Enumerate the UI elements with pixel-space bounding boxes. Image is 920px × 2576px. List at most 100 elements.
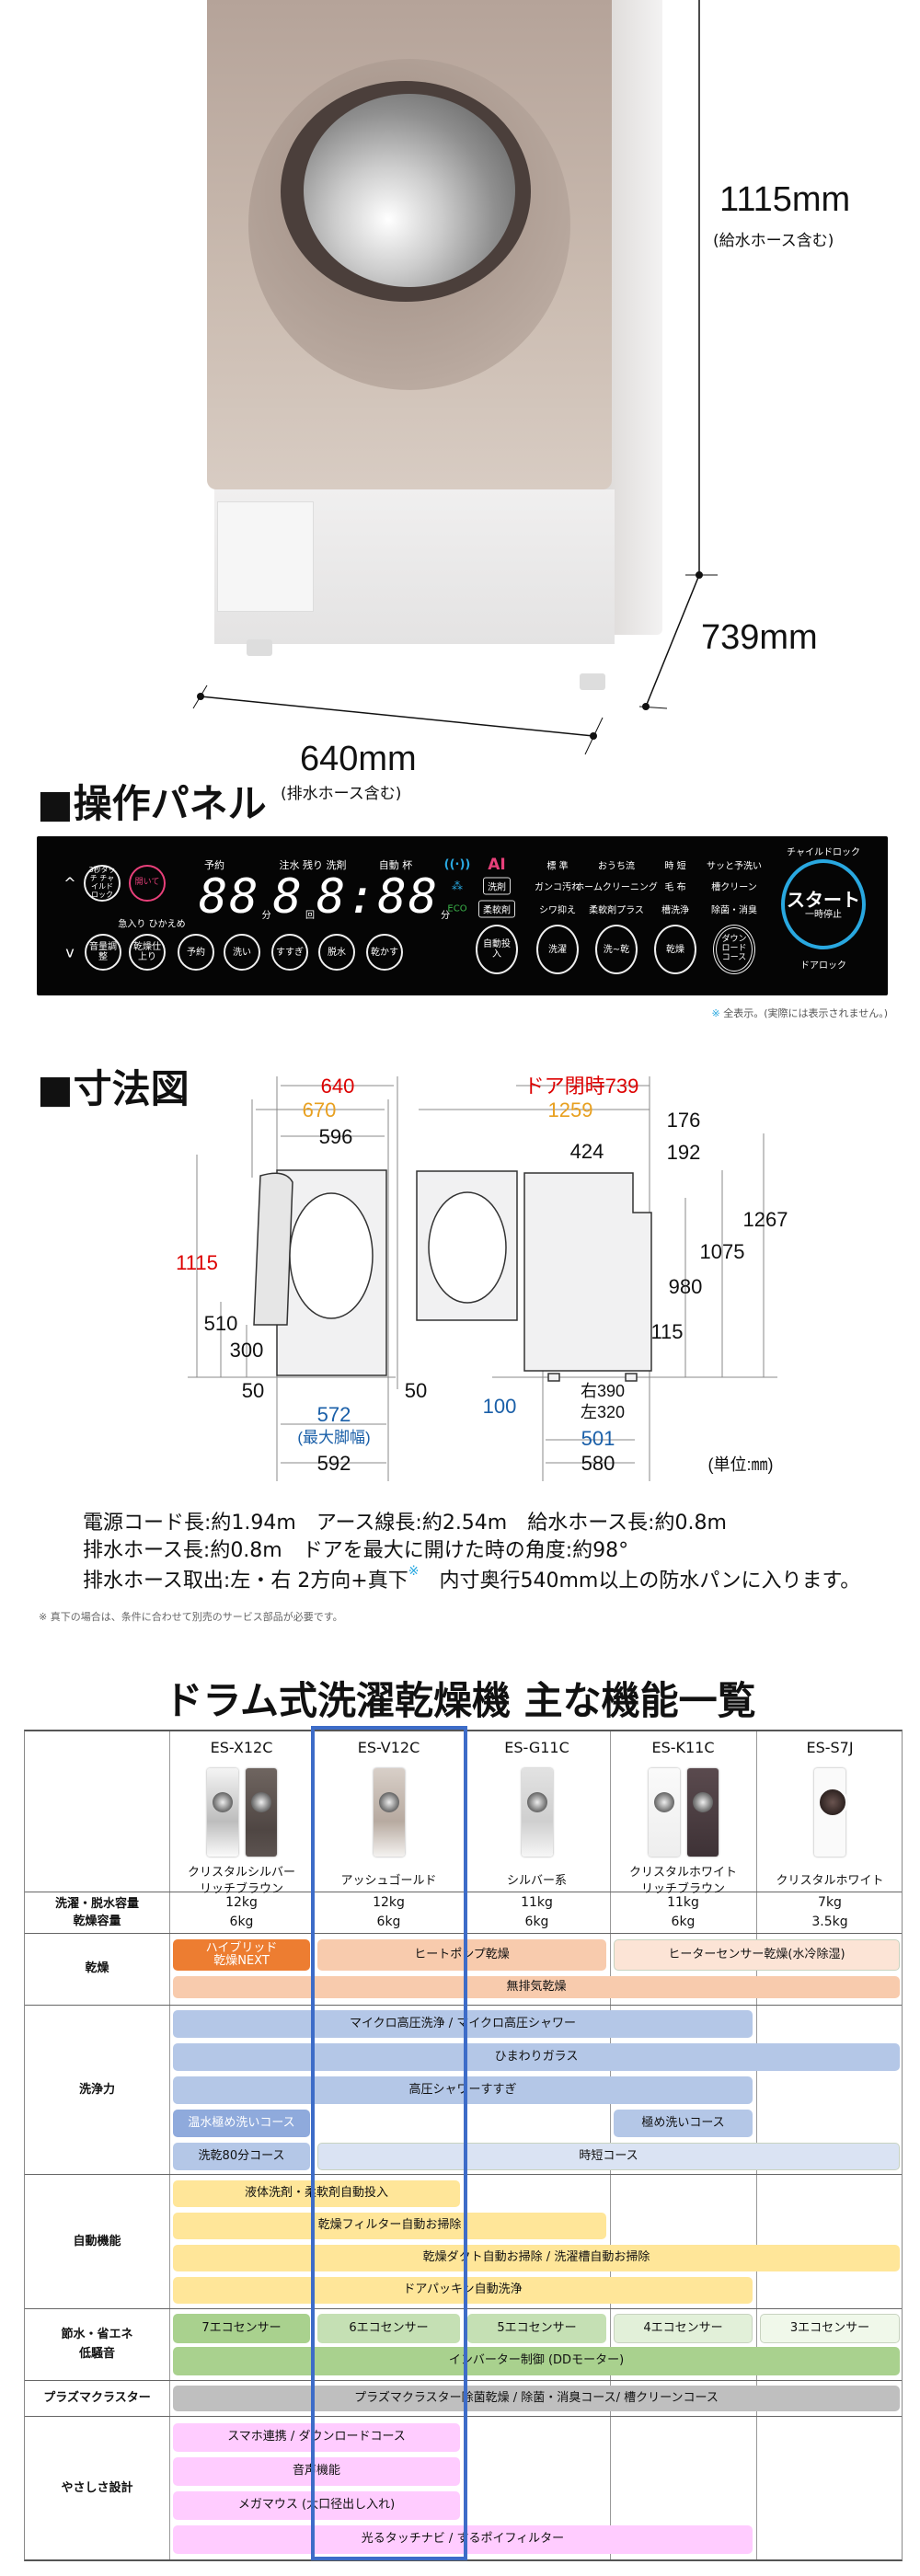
volume-button[interactable]: 音量調整 xyxy=(85,934,121,971)
dimensions-section-title: ■寸法図 xyxy=(37,1066,190,1111)
column-divider xyxy=(169,1731,170,2559)
dry-mode-button[interactable]: 乾燥 xyxy=(654,925,696,974)
dim-300: 300 xyxy=(230,1339,264,1362)
feature-section: 洗浄力マイクロ高圧洗浄 / マイクロ高圧シャワーひまわりガラス高圧シャワーすすぎ… xyxy=(25,2006,902,2175)
dim-501: 501 xyxy=(581,1427,615,1450)
course-label: ガンコ汚れ xyxy=(535,882,581,893)
feature-bar: メガマウス (大口径出し入れ) xyxy=(173,2491,460,2520)
color-name: クリスタルシルバー xyxy=(187,1866,295,1880)
door-lock-label: ドアロック xyxy=(800,960,846,972)
wash-button[interactable]: 洗い xyxy=(224,934,260,971)
dim-1259: 1259 xyxy=(548,1098,593,1121)
dim-176: 176 xyxy=(667,1109,701,1132)
dim-592: 592 xyxy=(317,1452,351,1475)
feature-bar: 洗乾80分コース xyxy=(173,2143,310,2170)
wash-capacity: 11kg xyxy=(667,1895,699,1910)
dry-capacity-label: 乾燥容量 xyxy=(73,1915,121,1928)
dry-capacity: 3.5kg xyxy=(811,1915,848,1929)
eco-indicator: ECO xyxy=(447,903,467,914)
section-label: 自動機能 xyxy=(73,2234,121,2248)
grape-icon: ⁂ xyxy=(452,880,463,892)
spec-mark: ※ xyxy=(408,1564,420,1579)
dim-572: 572 xyxy=(317,1403,351,1426)
reserve-button[interactable]: 予約 xyxy=(178,934,214,971)
display-label-reserve: 予約 xyxy=(204,859,224,871)
dim-980: 980 xyxy=(669,1275,703,1298)
model-image xyxy=(648,1765,719,1857)
feature-bar: 音声機能 xyxy=(173,2457,460,2486)
model-colors: クリスタルシルバーリッチブラウン xyxy=(188,1862,295,1901)
dim-572-note: (最大脚幅) xyxy=(297,1429,370,1446)
washer-thumbnail xyxy=(373,1768,405,1857)
model-image xyxy=(206,1765,277,1857)
control-panel: ^ v 3秒タッチ チャイルド ロック 開いて 急入り ひかえめ 音量調整 乾燥… xyxy=(37,836,888,995)
feature-bar: ドアパッキン自動洗浄 xyxy=(173,2277,753,2304)
course-label: ホームクリーニング xyxy=(575,882,658,893)
dim-640: 640 xyxy=(321,1075,355,1098)
course-label: 槽クリーン xyxy=(711,882,757,893)
download-course-button[interactable]: ダウンロードコース xyxy=(713,925,755,974)
dim-580: 580 xyxy=(581,1452,615,1475)
dry-button[interactable]: 乾かす xyxy=(366,934,403,971)
washer-thumbnail xyxy=(206,1768,238,1857)
spin-button[interactable]: 脱水 xyxy=(318,934,355,971)
feature-bar: スマホ連携 / ダウンロードコース xyxy=(173,2423,460,2452)
model-name: ES-S7J xyxy=(806,1739,854,1756)
section-label: 節水・省エネ 低騒音 xyxy=(61,2327,133,2361)
section-label: プラズマクラスター xyxy=(43,2390,151,2405)
model-image xyxy=(373,1765,405,1857)
auto-dispense-button[interactable]: 自動投入 xyxy=(476,925,518,974)
feature-bar: ヒートポンプ乾燥 xyxy=(317,1939,606,1971)
wash-capacity: 12kg xyxy=(373,1895,405,1910)
dry-capacity: 6kg xyxy=(376,1915,401,1929)
child-lock-label: チャイルドロック xyxy=(787,847,860,858)
dry-finish-button[interactable]: 乾燥仕上り xyxy=(129,934,166,971)
washer-drawer xyxy=(217,501,314,612)
rinse-button[interactable]: すすぎ xyxy=(271,934,308,971)
washer-thumbnail xyxy=(245,1768,277,1857)
feature-bar: 光るタッチナビ / するポイフィルター xyxy=(173,2525,753,2554)
feature-bar: 極め洗いコース xyxy=(614,2110,753,2137)
wash-capacity: 7kg xyxy=(818,1895,842,1910)
wash-capacity: 11kg xyxy=(521,1895,553,1910)
model-colors: クリスタルホワイト xyxy=(776,1862,883,1901)
child-lock-button[interactable]: 3秒タッチ チャイルド ロック xyxy=(84,865,121,902)
open-button[interactable]: 開いて xyxy=(129,865,166,902)
height-note: (給水ホース含む) xyxy=(713,232,834,250)
up-arrow-button[interactable]: ^ xyxy=(63,874,76,892)
feature-bar: 乾燥フィルター自動お掃除 xyxy=(173,2213,606,2239)
course-label: 槽洗浄 xyxy=(661,905,689,916)
panel-section-title: ■操作パネル xyxy=(37,781,267,826)
feature-bar: 5エコセンサー xyxy=(467,2314,606,2343)
feature-bar: 高圧シャワーすすぎ xyxy=(173,2076,753,2104)
model-cell: ES-S7J クリスタルホワイト xyxy=(756,1731,903,1901)
section-label: 乾燥 xyxy=(85,1961,109,1975)
spec-text: 排水ホース取出:左・右 2方向+真下 xyxy=(83,1570,408,1593)
dry-capacity: 6kg xyxy=(671,1915,696,1929)
wash-dry-button[interactable]: 洗~乾 xyxy=(595,925,638,974)
start-pause-button[interactable]: スタート 一時停止 xyxy=(781,859,866,949)
color-name: アッシュゴールド xyxy=(340,1874,437,1889)
feature-bar: 7エコセンサー xyxy=(173,2314,310,2343)
course-label: 標 準 xyxy=(546,861,569,872)
dim-100: 100 xyxy=(483,1395,517,1418)
wash-mode-button[interactable]: 洗濯 xyxy=(536,925,579,974)
model-colors: アッシュゴールド xyxy=(340,1862,436,1901)
down-arrow-button[interactable]: v xyxy=(65,943,75,961)
wifi-icon: ((·)) xyxy=(443,857,471,872)
model-image xyxy=(814,1765,848,1857)
hero-washer-image: 1115mm (給水ホース含む) 739mm 640mm xyxy=(0,0,920,778)
color-name: クリスタルホワイト xyxy=(776,1874,884,1889)
dim-1267: 1267 xyxy=(743,1208,788,1231)
feature-bar: 6エコセンサー xyxy=(317,2314,460,2343)
detergent-indicator: 洗剤 xyxy=(483,877,511,895)
dry-capacity: 6kg xyxy=(229,1915,254,1929)
